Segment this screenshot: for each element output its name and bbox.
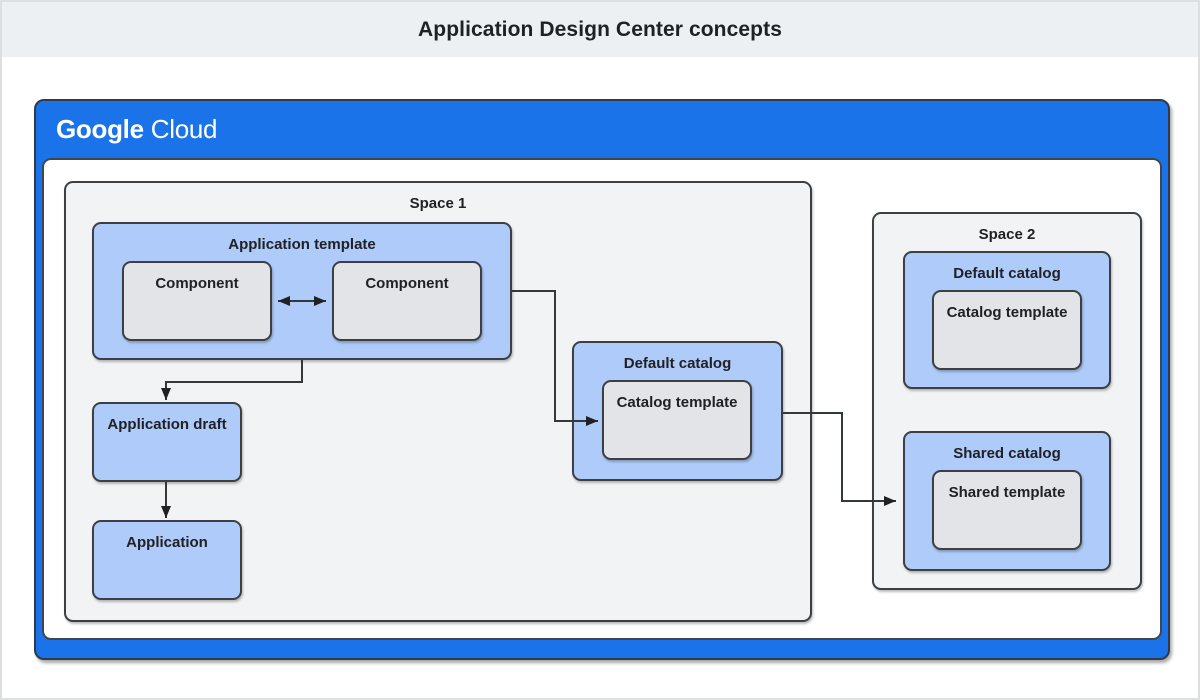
application-label: Application [126,534,208,551]
title-banner: Application Design Center concepts [2,2,1198,57]
page-title: Application Design Center concepts [418,17,782,41]
component-right-label: Component [365,275,449,292]
shared-template-box: Shared template [932,470,1082,550]
application-draft-box: Application draft [92,402,242,482]
application-draft-label: Application draft [107,416,227,433]
space1-default-catalog-label: Default catalog [623,355,732,372]
component-left-label: Component [155,275,239,292]
space2-catalog-template-label: Catalog template [946,304,1068,321]
space2-default-catalog-label: Default catalog [953,265,1061,282]
component-box-left: Component [122,261,272,341]
space1-label: Space 1 [409,195,467,212]
space2-label: Space 2 [978,226,1036,243]
shared-catalog-label: Shared catalog [953,445,1061,462]
google-logo-word: Google [56,114,144,144]
application-template-label: Application template [228,236,376,253]
shared-template-label: Shared template [948,484,1066,501]
cloud-logo-word: Cloud [150,114,218,144]
space1-catalog-template-box: Catalog template [602,380,752,460]
space2-catalog-template-box: Catalog template [932,290,1082,370]
space1-catalog-template-label: Catalog template [616,394,738,411]
application-box: Application [92,520,242,600]
component-box-right: Component [332,261,482,341]
